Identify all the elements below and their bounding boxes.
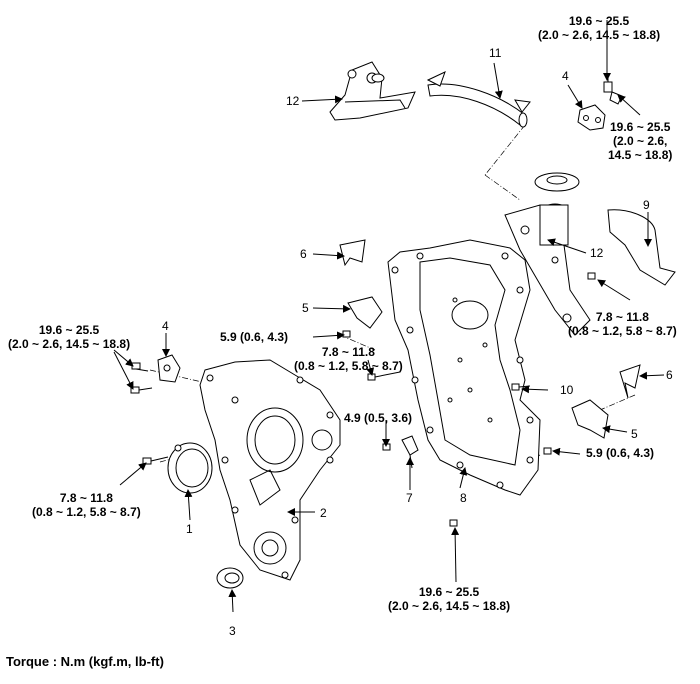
oil-tube-12 [504, 204, 591, 336]
sensor-4-left [157, 354, 181, 383]
callout-10: 10 [560, 383, 574, 397]
callout-4-left: 4 [162, 319, 169, 333]
callout-11: 11 [489, 46, 502, 60]
callout-3: 3 [229, 624, 236, 638]
oil-seal-3 [216, 567, 244, 589]
torque-bottom: 19.6 ~ 25.5(2.0 ~ 2.6, 14.5 ~ 18.8) [388, 585, 511, 613]
callout-6-lower: 6 [666, 368, 673, 382]
callout-9: 9 [643, 198, 650, 212]
torque-left-bottom: 7.8 ~ 11.8(0.8 ~ 1.2, 5.8 ~ 8.7) [32, 491, 141, 519]
torque-units-legend: Torque : N.m (kgf.m, lb-ft) [6, 654, 164, 669]
bracket-5-lower [571, 399, 609, 439]
timing-cover-8 [387, 239, 541, 496]
torque-left-top: 19.6 ~ 25.5(2.0 ~ 2.6, 14.5 ~ 18.8) [8, 323, 131, 351]
callout-12-upper: 12 [286, 94, 300, 108]
hose-11 [426, 71, 531, 128]
callout-5-upper: 5 [302, 301, 309, 315]
cover-cap-1 [167, 442, 213, 494]
torque-center-a: 5.9 (0.6, 4.3) [220, 330, 289, 344]
callout-7: 7 [406, 491, 413, 505]
callout-2: 2 [320, 506, 327, 520]
gasket-9 [607, 209, 676, 286]
torque-top-right-a: 19.6 ~ 25.5(2.0 ~ 2.6, 14.5 ~ 18.8) [538, 14, 661, 42]
sensor-4-upper [577, 74, 623, 131]
callout-8: 8 [460, 491, 467, 505]
torque-center-b: 7.8 ~ 11.8(0.8 ~ 1.2, 5.8 ~ 8.7) [294, 345, 403, 373]
callout-12-lower: 12 [590, 246, 604, 260]
torque-right-mid: 7.8 ~ 11.8(0.8 ~ 1.2, 5.8 ~ 8.7) [568, 310, 677, 338]
clip-6-lower [619, 364, 641, 399]
callout-6-upper: 6 [300, 247, 307, 261]
front-cover-2 [199, 359, 341, 581]
clip-6-upper [339, 239, 366, 267]
callout-4-upper: 4 [562, 69, 569, 83]
torque-right-low: 5.9 (0.6, 4.3) [586, 446, 655, 460]
torque-top-right-b: 19.6 ~ 25.5(2.0 ~ 2.6,14.5 ~ 18.8) [608, 120, 673, 162]
callout-1: 1 [186, 522, 193, 536]
torque-center-c: 4.9 (0.5, 3.6) [344, 411, 413, 425]
callout-5-lower: 5 [631, 427, 638, 441]
upper-bracket-12 [329, 61, 416, 121]
bracket-5-upper [347, 296, 383, 329]
